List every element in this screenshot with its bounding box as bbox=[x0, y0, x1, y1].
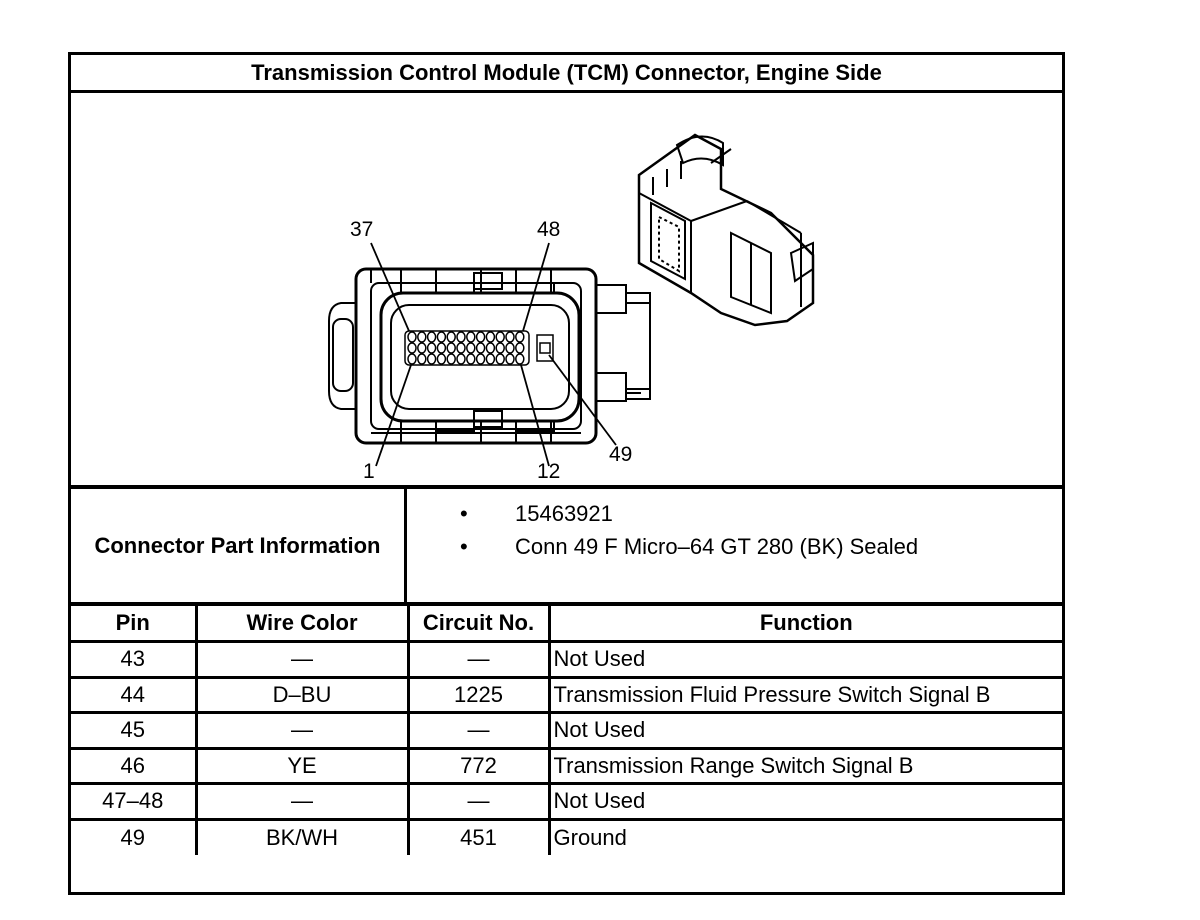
wire-color-cell: BK/WH bbox=[194, 817, 410, 855]
pin-label-49: 49 bbox=[609, 443, 633, 466]
pin-cavity bbox=[515, 342, 525, 354]
bullet-icon: • bbox=[460, 501, 468, 526]
circuit-cell: — bbox=[406, 711, 551, 750]
table-row: 46 YE 772 Transmission Range Switch Sign… bbox=[71, 746, 1062, 785]
pin-cavity bbox=[456, 331, 466, 343]
function-cell: Transmission Range Switch Signal B bbox=[547, 746, 1062, 785]
pin-label-48: 48 bbox=[537, 218, 561, 241]
pin-cavity bbox=[436, 342, 447, 354]
connector-diagram: 37 48 1 12 49 bbox=[71, 93, 1062, 489]
bullet-icon: • bbox=[460, 534, 468, 559]
pin-cavity bbox=[466, 342, 476, 354]
pin-cavity bbox=[446, 331, 456, 343]
function-cell: Not Used bbox=[547, 782, 1062, 821]
pin-cavity bbox=[515, 353, 525, 365]
pin-label-1: 1 bbox=[363, 460, 375, 483]
table-row: 45 — — Not Used bbox=[71, 711, 1062, 750]
connector-front-view bbox=[328, 267, 651, 445]
pin-cavity bbox=[417, 353, 427, 365]
pin-cell: 49 bbox=[71, 817, 198, 855]
pin-cavity bbox=[505, 353, 515, 365]
pin-cell: 45 bbox=[71, 711, 198, 750]
table-row: 44 D–BU 1225 Transmission Fluid Pressure… bbox=[71, 675, 1062, 714]
pin-cavity bbox=[446, 342, 456, 354]
pin-cell: 43 bbox=[71, 640, 198, 679]
sheet-title: Transmission Control Module (TCM) Connec… bbox=[71, 55, 1062, 93]
pin-cavity bbox=[407, 342, 417, 354]
wire-color-cell: — bbox=[194, 782, 410, 821]
pin-cavity bbox=[475, 353, 486, 365]
pin-cavity bbox=[446, 353, 456, 365]
pin-cavity bbox=[426, 353, 437, 365]
pin-cavity bbox=[495, 342, 505, 354]
pin-cavity bbox=[426, 331, 437, 343]
pin-cavity bbox=[456, 342, 466, 354]
function-cell: Not Used bbox=[547, 640, 1062, 679]
pin-cavity bbox=[417, 342, 427, 354]
header-wire-color: Wire Color bbox=[194, 606, 410, 643]
wire-color-cell: YE bbox=[194, 746, 410, 785]
circuit-cell: 772 bbox=[406, 746, 551, 785]
pin-leader-lines bbox=[370, 242, 617, 467]
header-circuit-no: Circuit No. bbox=[406, 606, 551, 643]
table-row: 49 BK/WH 451 Ground bbox=[71, 817, 1062, 855]
wire-color-cell: D–BU bbox=[194, 675, 410, 714]
pin-cell: 47–48 bbox=[71, 782, 198, 821]
pin-cavity bbox=[466, 331, 476, 343]
wire-color-cell: — bbox=[194, 711, 410, 750]
pin-cavity bbox=[475, 342, 486, 354]
pin-cavity bbox=[456, 353, 466, 365]
pin-cavity bbox=[426, 342, 437, 354]
circuit-cell: — bbox=[406, 782, 551, 821]
pin-cavity bbox=[466, 353, 476, 365]
pin-label-12: 12 bbox=[537, 460, 561, 483]
pin-cavity bbox=[505, 342, 515, 354]
pin-cavity bbox=[436, 353, 447, 365]
connector-part-information: Connector Part Information • 15463921 • … bbox=[71, 489, 1062, 606]
pin-cavity bbox=[515, 331, 525, 343]
table-row: 43 — — Not Used bbox=[71, 640, 1062, 679]
pin-cavity bbox=[485, 342, 496, 354]
circuit-cell: 1225 bbox=[406, 675, 551, 714]
pin-cavity bbox=[485, 331, 496, 343]
table-row: 47–48 — — Not Used bbox=[71, 782, 1062, 821]
pin-label-37: 37 bbox=[350, 218, 374, 241]
pin-cavity bbox=[407, 331, 417, 343]
part-number: 15463921 bbox=[515, 501, 613, 526]
pin-table: Pin Wire Color Circuit No. Function 43 —… bbox=[71, 606, 1062, 855]
pin-cavity bbox=[495, 331, 505, 343]
circuit-cell: 451 bbox=[406, 817, 551, 855]
pin-cavity bbox=[485, 353, 496, 365]
connector-sheet: Transmission Control Module (TCM) Connec… bbox=[68, 52, 1065, 895]
connector-description: Conn 49 F Micro–64 GT 280 (BK) Sealed bbox=[515, 534, 919, 559]
header-function: Function bbox=[547, 606, 1062, 643]
pin-cavity bbox=[495, 353, 505, 365]
pin-cavity bbox=[475, 331, 486, 343]
pin-cavity bbox=[417, 331, 427, 343]
pin-cell: 44 bbox=[71, 675, 198, 714]
pin-cavity bbox=[436, 331, 447, 343]
pin-cavity bbox=[407, 353, 417, 365]
pin-cavity bbox=[505, 331, 515, 343]
connector-info-list: • 15463921 • Conn 49 F Micro–64 GT 280 (… bbox=[407, 489, 1062, 602]
connector-drawing bbox=[328, 133, 815, 467]
connector-isometric-view bbox=[637, 133, 815, 327]
function-cell: Not Used bbox=[547, 711, 1062, 750]
pin-cavities bbox=[404, 330, 554, 366]
wire-color-cell: — bbox=[194, 640, 410, 679]
header-pin: Pin bbox=[71, 606, 198, 643]
function-cell: Ground bbox=[547, 817, 1062, 855]
circuit-cell: — bbox=[406, 640, 551, 679]
pin-cell: 46 bbox=[71, 746, 198, 785]
connector-info-label: Connector Part Information bbox=[71, 489, 407, 602]
function-cell: Transmission Fluid Pressure Switch Signa… bbox=[547, 675, 1062, 714]
pin-table-header: Pin Wire Color Circuit No. Function bbox=[71, 606, 1062, 643]
